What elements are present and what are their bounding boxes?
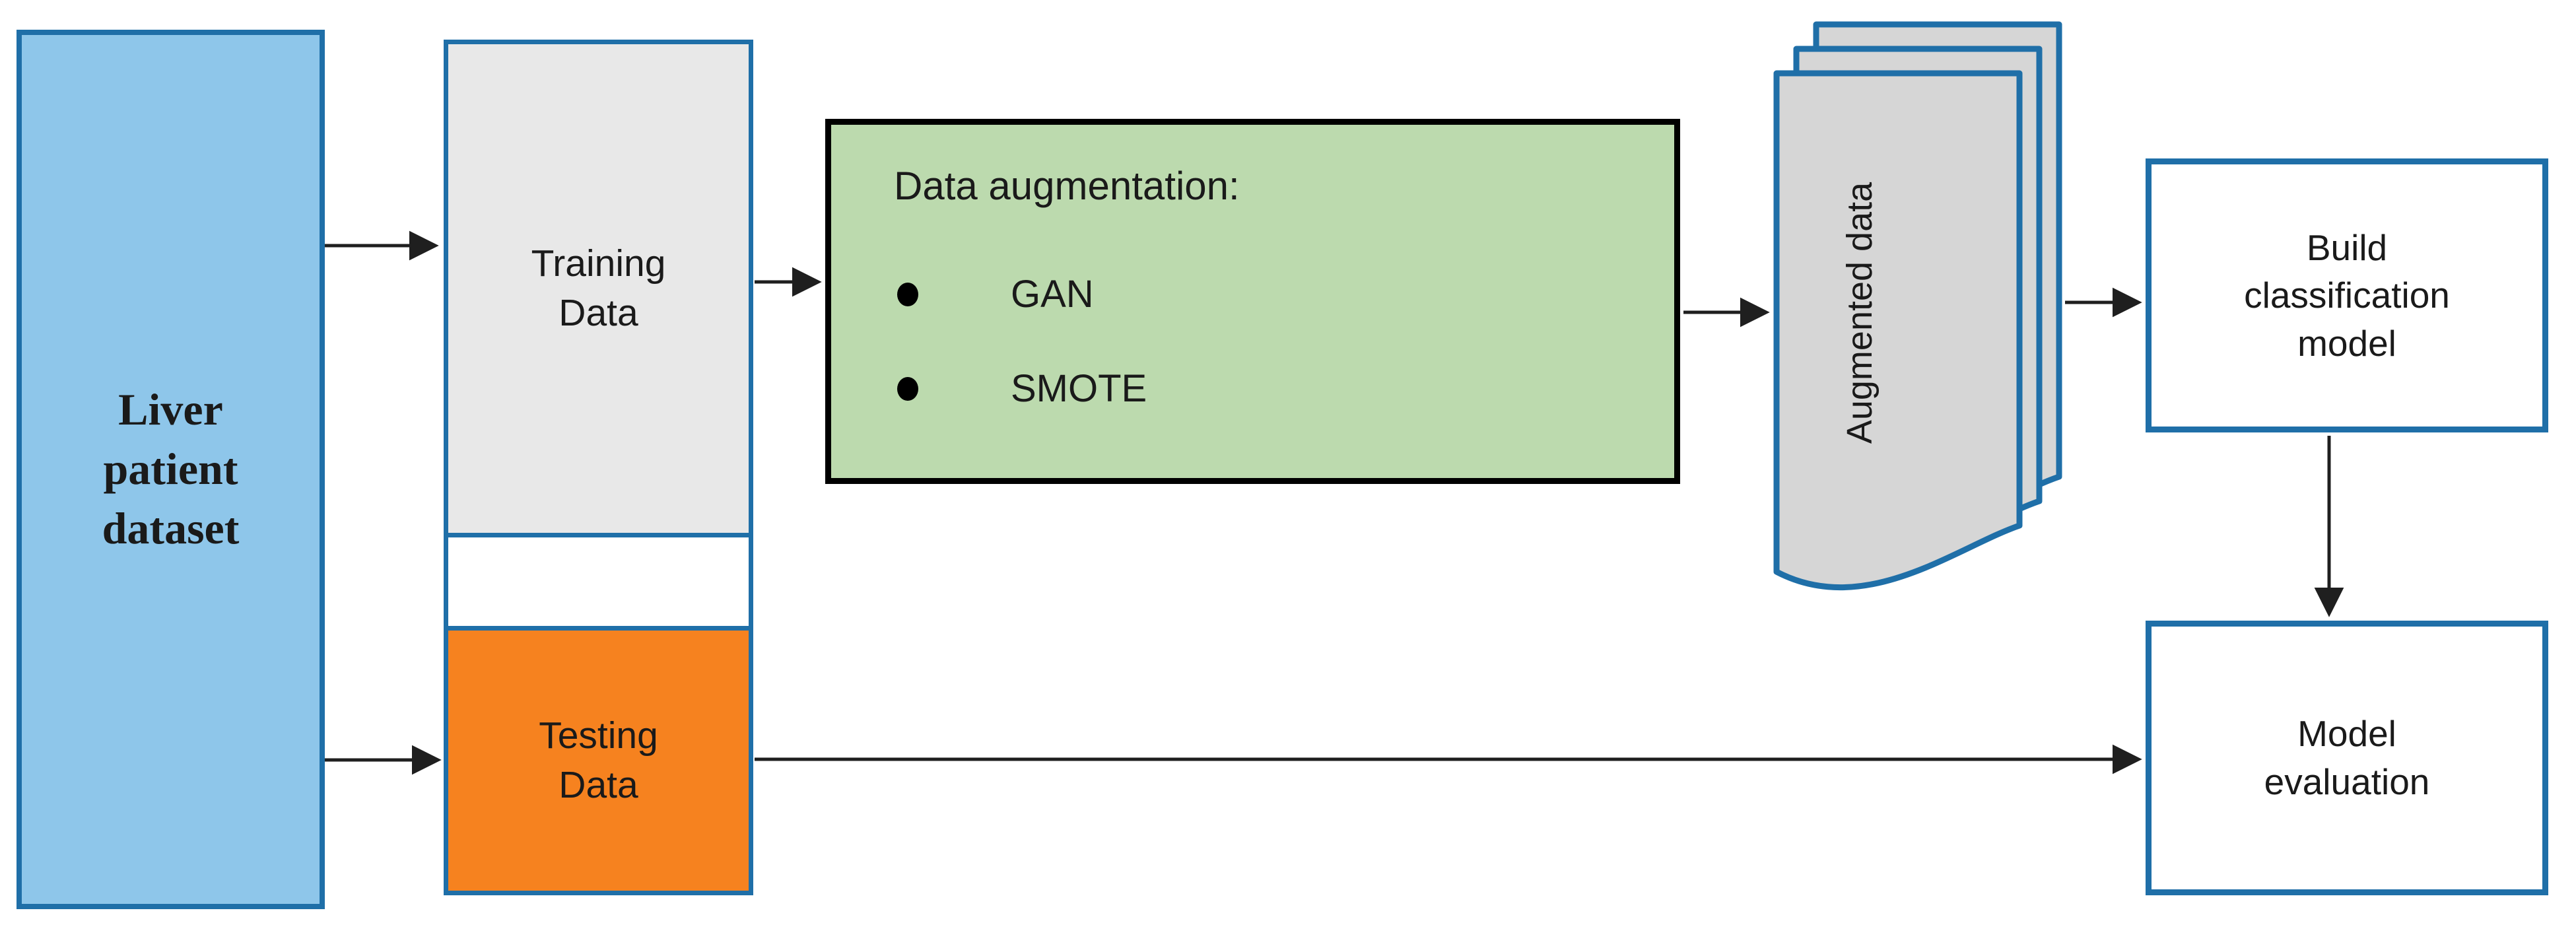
augmentation-item-label: GAN [1011, 273, 1094, 316]
augmentation-item-gan: GAN [831, 272, 1674, 316]
testing-data-box: Testing Data [448, 626, 749, 891]
split-gap [448, 537, 749, 626]
data-augmentation-title: Data augmentation: [894, 164, 1240, 208]
augmentation-item-smote: SMOTE [831, 366, 1674, 411]
document-shape-icon [1773, 70, 2023, 591]
model-evaluation-box: Model evaluation [2146, 621, 2548, 895]
data-augmentation-box: Data augmentation: GAN SMOTE [825, 119, 1680, 484]
bullet-icon [897, 282, 918, 306]
build-classification-model-label: Build classification model [2244, 226, 2450, 364]
model-evaluation-label: Model evaluation [2264, 713, 2430, 802]
liver-dataset-box: Liver patient dataset [17, 30, 325, 909]
liver-dataset-label: Liver patient dataset [102, 384, 240, 553]
augmented-data-document-front: Augmented data [1773, 70, 2023, 598]
build-classification-model-box: Build classification model [2146, 158, 2548, 432]
data-augmentation-list: GAN SMOTE [831, 272, 1674, 411]
training-data-box: Training Data [448, 44, 749, 537]
train-test-split-column: Training Data Testing Data [444, 40, 753, 895]
augmented-data-label: Augmented data [1840, 182, 1880, 444]
augmentation-item-label: SMOTE [1011, 367, 1147, 410]
training-data-label: Training Data [531, 242, 666, 334]
testing-data-label: Testing Data [539, 714, 658, 806]
bullet-icon [897, 376, 918, 401]
